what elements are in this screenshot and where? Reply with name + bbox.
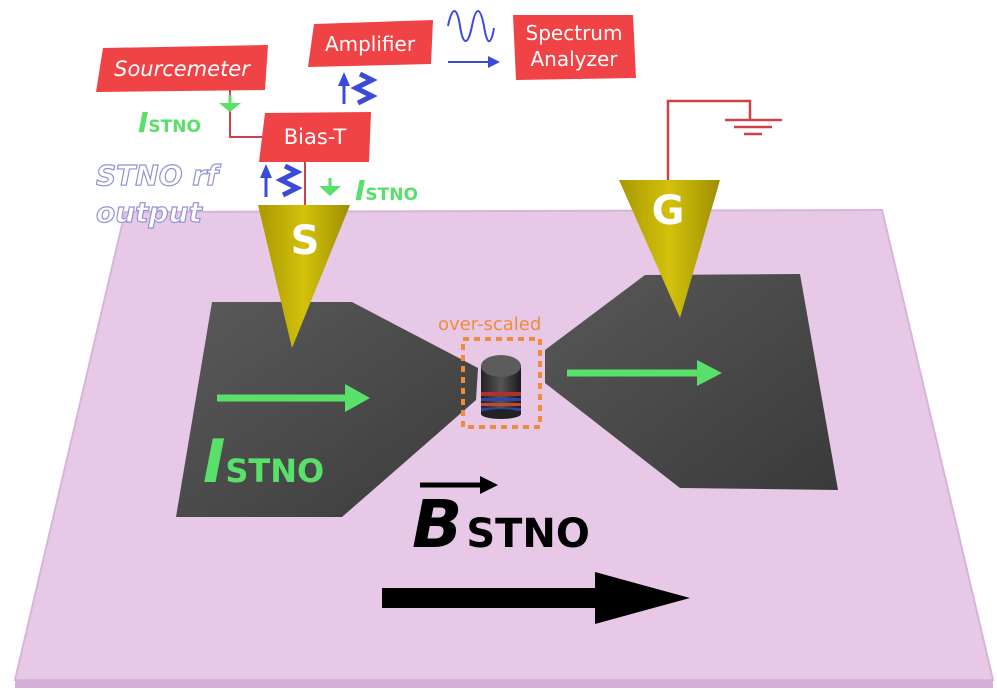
overscaled-label: over-scaled bbox=[438, 314, 541, 335]
rf-signal-probe-icon bbox=[260, 163, 303, 198]
ground-pad bbox=[545, 274, 838, 490]
ground-wire bbox=[666, 99, 752, 180]
sourcemeter-label: Sourcemeter bbox=[114, 57, 251, 81]
current-label-biast: ISTNO bbox=[355, 174, 418, 207]
current-arrow-sourcemeter bbox=[219, 95, 241, 112]
field-subscript: STNO bbox=[466, 511, 590, 557]
rf-output-label: STNO rf output bbox=[95, 158, 222, 229]
signal-probe-label: S bbox=[291, 218, 320, 264]
substrate bbox=[13, 208, 995, 688]
rf-signal-up-icon bbox=[338, 71, 378, 106]
rf-sine-icon bbox=[447, 10, 500, 68]
current-subscript-biast: STNO bbox=[365, 185, 418, 205]
current-label-top: ISTNO bbox=[138, 106, 201, 139]
pad-current-arrow-right bbox=[567, 360, 722, 386]
amplifier-box: Amplifier bbox=[308, 20, 433, 67]
amplifier-label: Amplifier bbox=[325, 32, 416, 56]
pad-current-arrow-left bbox=[217, 384, 370, 412]
stno-pillar bbox=[481, 355, 521, 419]
overscaled-box bbox=[461, 337, 542, 429]
signal-probe: S bbox=[258, 205, 350, 348]
field-symbol: B bbox=[412, 486, 462, 563]
spectrum-analyzer-box: Spectrum Analyzer bbox=[513, 15, 636, 80]
pad-current-symbol: I bbox=[203, 427, 225, 497]
sourcemeter-box: Sourcemeter bbox=[96, 45, 268, 92]
ground-symbol-icon bbox=[725, 118, 782, 136]
bias-t-box: Bias-T bbox=[259, 112, 371, 162]
spectrum-analyzer-label-line2: Analyzer bbox=[530, 47, 618, 71]
current-subscript-top: STNO bbox=[148, 117, 201, 137]
signal-pad bbox=[176, 302, 478, 517]
current-symbol-top: I bbox=[138, 106, 148, 139]
pad-current-subscript: STNO bbox=[225, 452, 324, 490]
current-symbol-biast: I bbox=[355, 174, 365, 207]
ground-probe: G bbox=[619, 180, 720, 318]
bias-t-label: Bias-T bbox=[284, 125, 347, 149]
field-arrow bbox=[382, 572, 690, 624]
current-arrow-biast bbox=[319, 178, 341, 196]
rf-output-line1: STNO rf bbox=[96, 159, 222, 192]
pad-current-label: ISTNO bbox=[203, 427, 324, 497]
rf-output-line2: output bbox=[96, 196, 204, 229]
ground-probe-label: G bbox=[652, 188, 685, 234]
spectrum-analyzer-label-line1: Spectrum bbox=[526, 21, 623, 45]
